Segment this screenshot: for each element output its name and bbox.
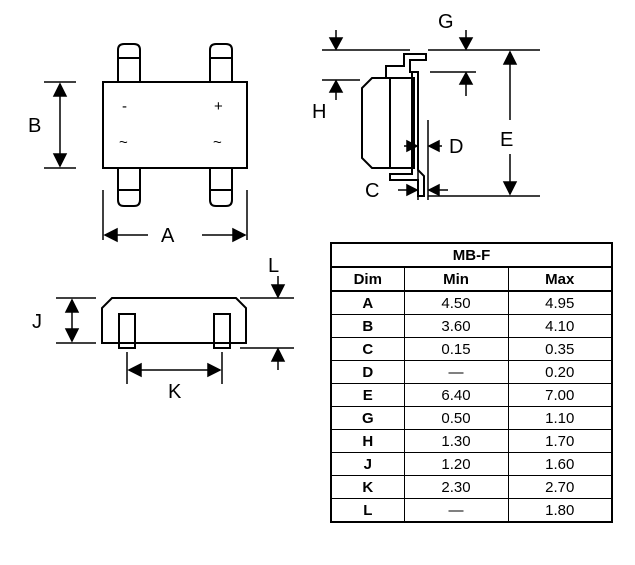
end-view-body [101,297,247,344]
dim-K-arrow [126,352,223,384]
cell-dim: B [330,314,405,338]
side-view-lead [385,53,427,197]
cell-dim: A [330,290,405,315]
cell-dim: L [330,498,405,523]
cell-min: 1.20 [403,452,509,476]
cell-min: 4.50 [403,290,509,315]
pin-ac-symbol-left: ~ [119,134,128,151]
cell-min: — [403,498,509,523]
label-L: L [268,255,279,277]
cell-dim: D [330,360,405,384]
label-D: D [449,136,463,158]
cell-dim: K [330,475,405,499]
dim-D-arrow [404,139,442,153]
cell-max: 0.20 [507,360,613,384]
dim-E-arrow [502,50,518,196]
dim-C-arrow [398,183,448,197]
cell-dim: C [330,337,405,361]
cell-max: 4.95 [507,290,613,315]
dim-H-arrow [328,71,474,100]
cell-min: 0.50 [403,406,509,430]
dim-J-arrow [56,297,96,344]
cell-max: 1.70 [507,429,613,453]
cell-max: 1.10 [507,406,613,430]
label-G: G [438,11,454,33]
cell-dim: H [330,429,405,453]
cell-min: 1.30 [403,429,509,453]
cell-max: 0.35 [507,337,613,361]
label-H: H [312,101,326,123]
cell-min: 2.30 [403,475,509,499]
cell-dim: E [330,383,405,407]
cell-max: 2.70 [507,475,613,499]
cell-min: 3.60 [403,314,509,338]
dim-G-arrow [328,30,474,51]
side-view [322,30,540,200]
cell-max: 1.60 [507,452,613,476]
label-B: B [28,115,41,137]
end-view-lead-right [213,313,231,349]
dim-B-arrow [44,81,76,169]
table-header-row: Dim Min Max [330,266,613,292]
col-header-dim: Dim [330,266,405,292]
cell-dim: G [330,406,405,430]
table-title-row: MB-F [330,242,613,268]
dim-L-arrow [240,276,294,370]
cell-max: 4.10 [507,314,613,338]
cell-max: 1.80 [507,498,613,523]
table-title: MB-F [330,242,613,268]
top-view-body [102,81,248,169]
label-C: C [365,180,379,202]
col-header-max: Max [507,266,613,292]
label-K: K [168,381,182,403]
label-J: J [32,311,42,333]
cell-min: 0.15 [403,337,509,361]
pin-ac-symbol-right: ~ [213,134,222,151]
top-view [44,43,248,243]
cell-max: 7.00 [507,383,613,407]
label-E: E [500,129,513,151]
table-row: D—0.20 [330,360,613,384]
end-view-lead-left [118,313,136,349]
dim-A-arrow [102,190,248,243]
col-header-min: Min [403,266,509,292]
pin-minus-symbol: - [122,98,127,115]
pin-plus-symbol: + [214,98,223,115]
cell-dim: J [330,452,405,476]
side-view-dim-lines [322,49,540,200]
side-view-body [361,77,391,169]
top-view-upper-pins [117,43,233,82]
top-view-lower-pins [117,168,233,207]
end-view [56,276,294,384]
cell-min: — [403,360,509,384]
label-A: A [161,225,175,247]
table-row: L—1.80 [330,498,613,523]
cell-min: 6.40 [403,383,509,407]
